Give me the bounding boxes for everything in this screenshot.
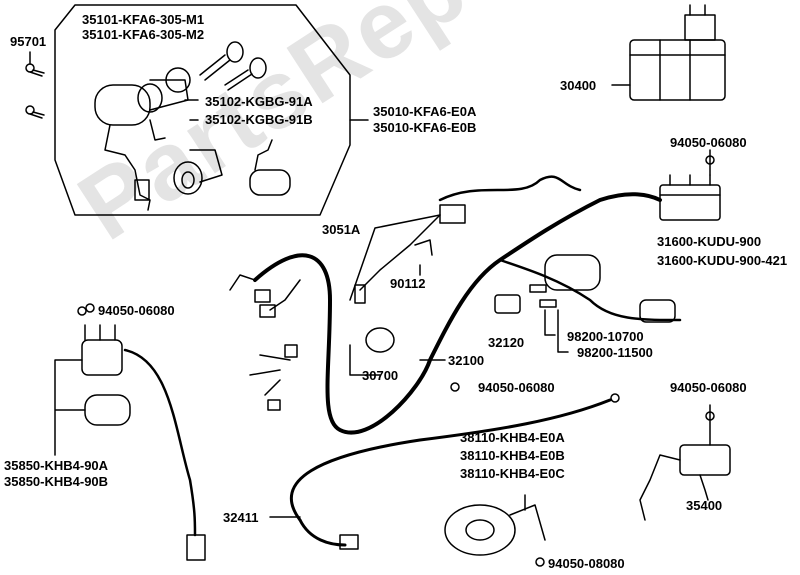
starter-relay-icon [544,254,676,323]
wire-harness [253,192,662,435]
label-fuse-b: 98200-11500 [577,345,653,360]
label-fuse-a: 98200-10700 [567,329,644,344]
label-3051a: 3051A [322,222,361,237]
label-90112: 90112 [390,276,426,291]
label-35400: 35400 [686,498,723,513]
label-kgbg-a: 35102-KGBG-91A [205,94,313,109]
ignition-switch-icon [94,67,191,211]
label-key-m1: 35101-KFA6-305-M1 [82,12,205,27]
label-32411: 32411 [223,510,259,525]
ignition-cap-icon [365,327,395,353]
label-bolt-mid: 94050-06080 [478,380,555,395]
label-95701: 95701 [10,34,47,49]
label-30400: 30400 [560,78,597,93]
switch-icon [639,444,731,521]
fuse-icon [529,284,557,308]
label-30700: 30700 [362,368,399,383]
coil-icon [354,204,466,304]
label-regulator-900: 31600-KUDU-900 [657,234,762,249]
lock-cylinder-icon [173,139,291,196]
label-bolt-top: 94050-06080 [670,135,747,150]
label-key-m2: 35101-KFA6-305-M2 [82,27,205,42]
label-bolt-left: 94050-06080 [98,303,175,318]
label-regulator-421: 31600-KUDU-900-421 [657,253,788,268]
label-relay-a: 35850-KHB4-90A [4,458,109,473]
label-horn-a: 38110-KHB4-E0A [460,430,565,445]
key-icon [199,41,267,91]
connector-icon [186,534,206,561]
label-32120: 32120 [488,335,525,350]
ignition-kit-box [54,4,351,216]
bolt-95701-icon [25,63,45,119]
label-kfa6-e0a: 35010-KFA6-E0A [373,104,477,119]
label-bolt-bottom: 94050-08080 [548,556,625,571]
label-relay-b: 35850-KHB4-90B [4,474,109,489]
label-bolt-right: 94050-06080 [670,380,747,395]
horn-icon [444,504,546,556]
cable-32411 [289,398,612,522]
label-kgbg-b: 35102-KGBG-91B [205,112,313,127]
label-32100: 32100 [448,353,485,368]
label-horn-c: 38110-KHB4-E0C [460,466,565,481]
regulator-icon [659,174,721,221]
fuse-holder-icon [494,294,521,314]
label-kfa6-e0b: 35010-KFA6-E0B [373,120,477,135]
label-horn-b: 38110-KHB4-E0B [460,448,565,463]
relay-block-icon [629,4,726,101]
relay-icon [81,324,131,426]
